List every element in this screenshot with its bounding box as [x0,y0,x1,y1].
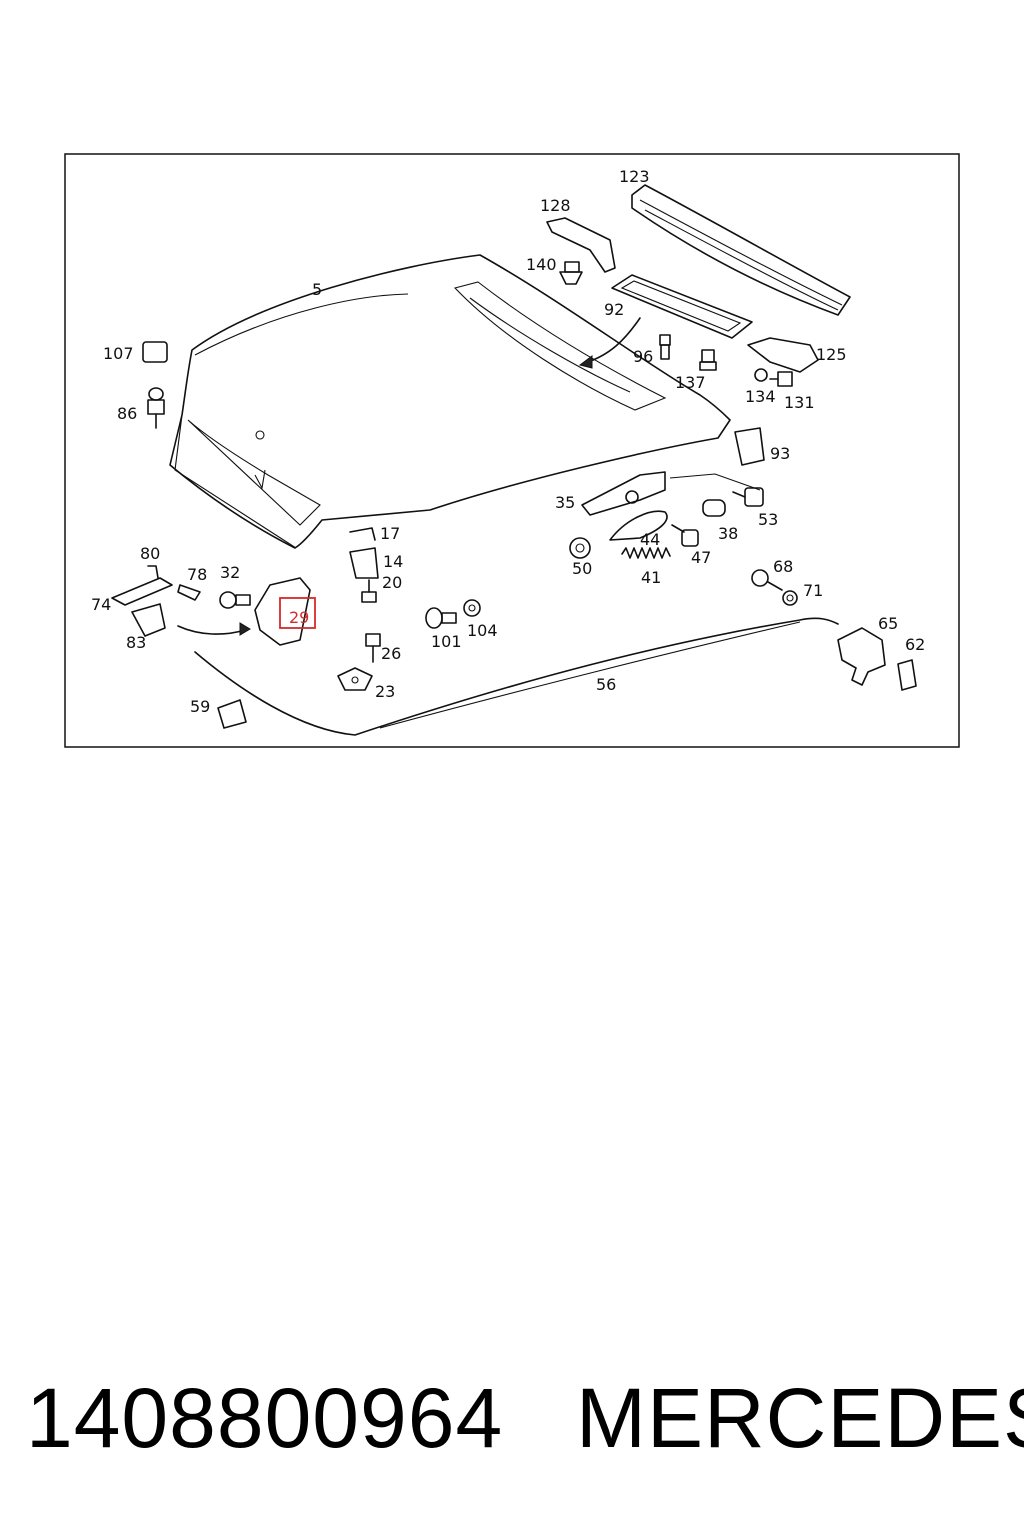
brand-name: MERCEDES [576,1371,1024,1465]
callout-53: 53 [758,510,778,529]
callout-78: 78 [187,565,207,584]
nut-104 [463,599,481,617]
nut-50 [569,537,591,559]
clip-140 [559,261,583,285]
callout-35: 35 [555,493,575,512]
callout-93: 93 [770,444,790,463]
bolt-131 [769,371,793,387]
bushing-38 [702,499,726,517]
arrow-92 [584,317,641,364]
callout-32: 32 [220,563,240,582]
callout-17: 17 [380,524,400,543]
bolt-47 [671,524,699,547]
bolt-68 [751,569,783,591]
callout-80: 80 [140,544,160,563]
callout-123: 123 [619,167,650,186]
bracket-83 [131,603,166,637]
callout-5: 5 [312,280,322,299]
callout-68: 68 [773,557,793,576]
callout-59: 59 [190,697,210,716]
callout-23: 23 [375,682,395,701]
callout-92: 92 [604,300,624,319]
bolt-101 [425,607,457,629]
caption-bar: 1408800964 MERCEDES [0,1368,1024,1468]
callout-47: 47 [691,548,711,567]
callout-96: 96 [633,347,653,366]
callout-137: 137 [675,373,706,392]
bracket-128 [546,217,616,273]
seal-frame-92 [611,274,753,339]
clip-78 [177,584,201,601]
spring-clip-17 [349,527,376,541]
hood-lock-29 [254,577,311,646]
fastener-137 [699,349,717,371]
plate-44 [609,510,668,541]
callout-140: 140 [526,255,557,274]
callout-29: 29 [289,608,309,627]
callout-128: 128 [540,196,571,215]
clip-62 [897,659,917,691]
buffer-86 [147,387,165,429]
callout-38: 38 [718,524,738,543]
callout-74: 74 [91,595,111,614]
bolt-32 [219,591,251,609]
release-handle-65 [837,627,886,686]
cowl-strip [631,184,851,316]
washer-134 [754,368,768,382]
callout-41: 41 [641,568,661,587]
callout-71: 71 [803,581,823,600]
bolt-53 [732,487,764,507]
bracket-14 [349,547,379,579]
callout-65: 65 [878,614,898,633]
callout-62: 62 [905,635,925,654]
release-cable-56 [194,617,839,736]
highlight-box-29 [279,597,316,629]
stop-107 [142,341,168,363]
callout-131: 131 [784,393,815,412]
cable-clip-59 [217,699,247,729]
callout-14: 14 [383,552,403,571]
hood-panel [169,254,731,549]
arrow-83 [177,625,246,635]
bumper-93 [734,427,765,466]
callout-86: 86 [117,404,137,423]
part-number: 1408800964 [26,1371,504,1465]
callout-56: 56 [596,675,616,694]
washer-71 [782,590,798,606]
callout-134: 134 [745,387,776,406]
spring-41 [621,547,671,559]
callout-44: 44 [640,530,660,549]
screw-20 [361,579,377,603]
callout-20: 20 [382,573,402,592]
fastener-96 [659,334,671,360]
latch-plate-23 [337,667,373,691]
callout-104: 104 [467,621,498,640]
callout-26: 26 [381,644,401,663]
callout-50: 50 [572,559,592,578]
bracket-74 [111,577,173,606]
callout-83: 83 [126,633,146,652]
callout-107: 107 [103,344,134,363]
clip-80 [147,565,159,579]
callout-125: 125 [816,345,847,364]
hinge-35 [581,471,761,516]
diagram-frame [64,153,960,748]
callout-101: 101 [431,632,462,651]
bracket-125 [747,337,819,373]
bolt-26 [365,633,381,663]
